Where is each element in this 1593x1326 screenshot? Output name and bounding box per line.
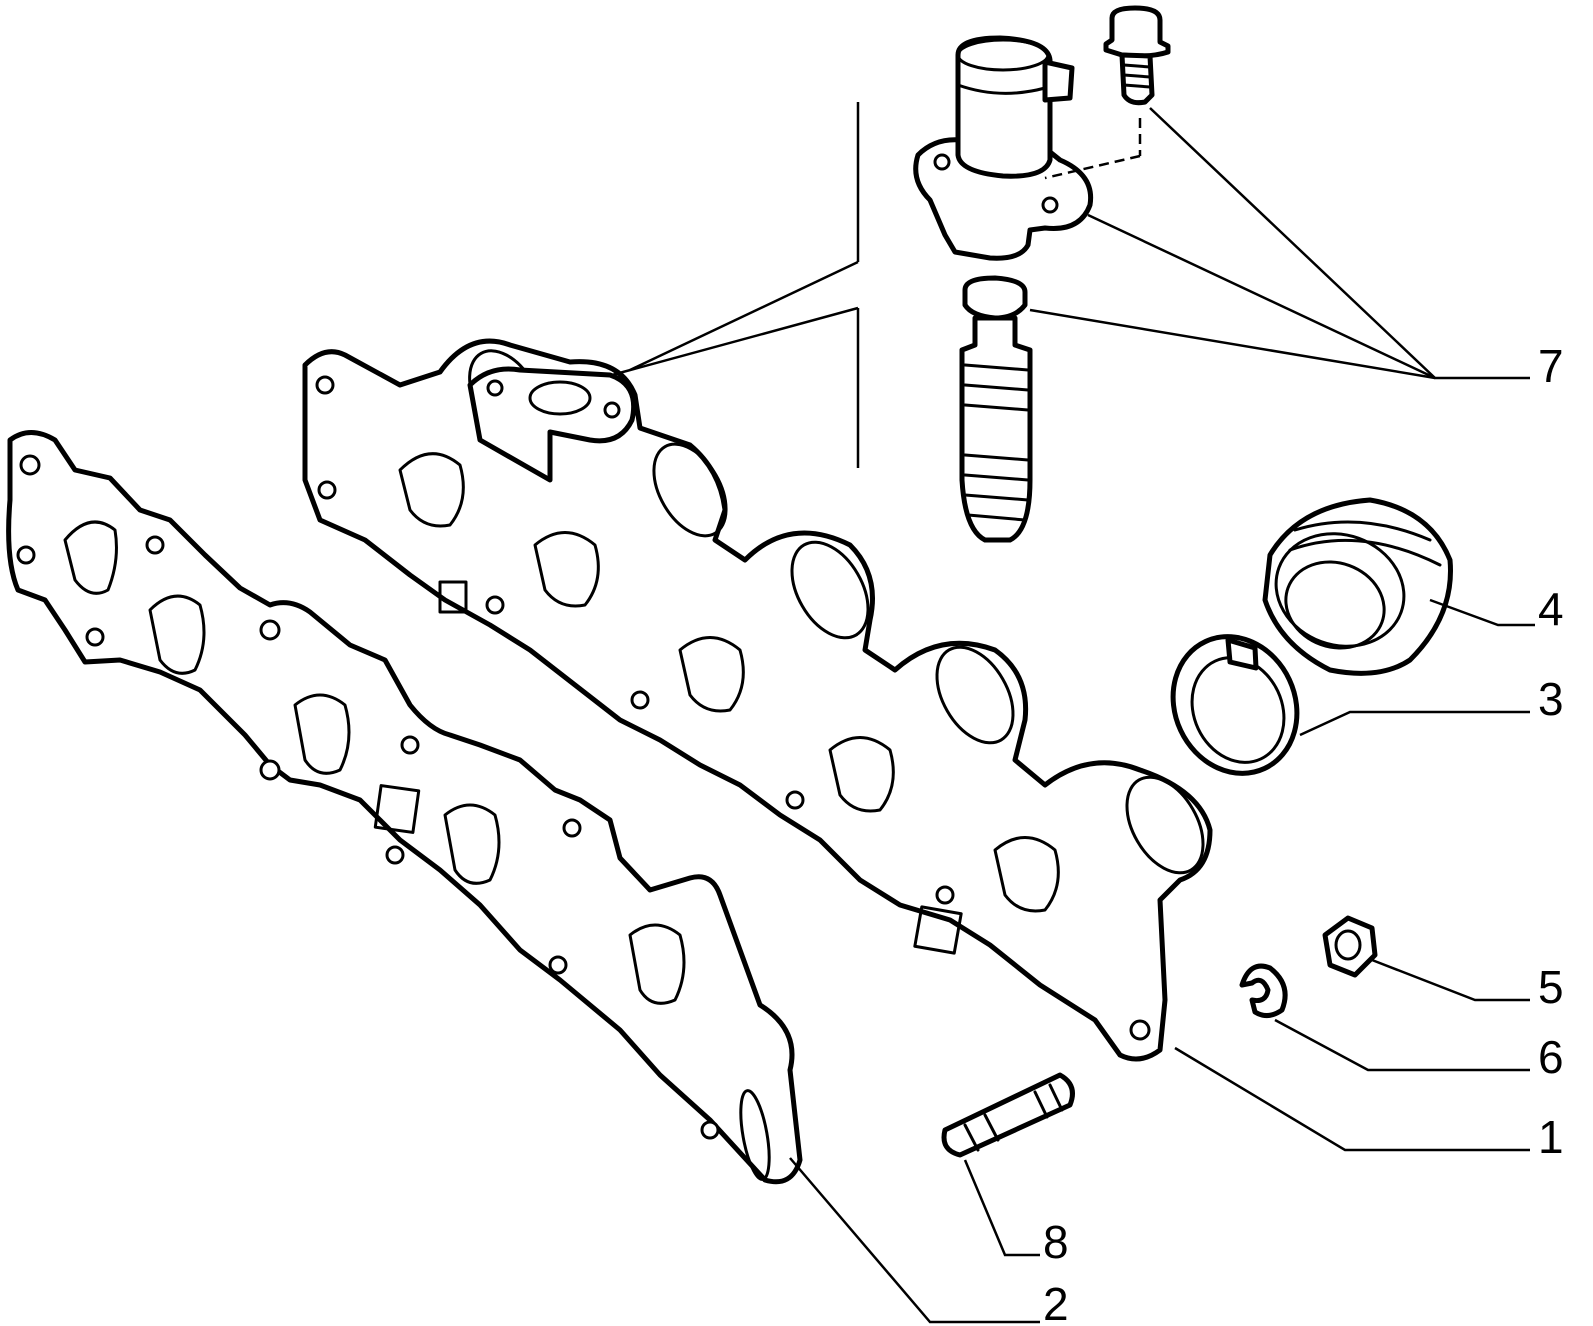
callout-4: 4 [1538, 583, 1564, 635]
exhaust-manifold[interactable] [302, 338, 1219, 1062]
hex-nut[interactable] [1322, 915, 1378, 978]
callout-5: 5 [1538, 961, 1564, 1013]
sensor-probe[interactable] [959, 275, 1033, 543]
manifold-gasket[interactable] [6, 430, 803, 1185]
leader-lines [611, 107, 1535, 1324]
flex-sleeve[interactable] [1260, 497, 1453, 676]
bolt-axis-dash-2 [1044, 154, 1141, 180]
oxygen-sensor-assembly[interactable] [913, 35, 1094, 261]
callout-8: 8 [1043, 1216, 1069, 1268]
threaded-stud[interactable] [941, 1072, 1075, 1158]
callout-1: 1 [1538, 1111, 1564, 1163]
callout-7: 7 [1538, 340, 1564, 392]
callout-6: 6 [1538, 1031, 1564, 1083]
lock-washer[interactable] [1239, 963, 1288, 1018]
callout-2: 2 [1043, 1278, 1069, 1326]
clamp-ring[interactable] [1151, 616, 1319, 794]
callout-3: 3 [1538, 673, 1564, 725]
sensor-bolt[interactable] [1103, 5, 1171, 106]
